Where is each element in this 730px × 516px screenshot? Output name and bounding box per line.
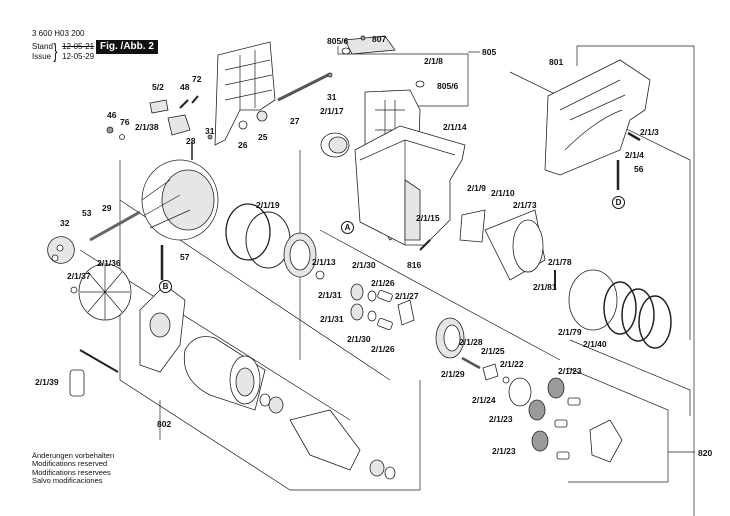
part-label: 2/1/4 xyxy=(625,150,644,160)
part-label: 805/6 xyxy=(437,81,459,91)
part-label: 805 xyxy=(482,47,497,57)
part-label: 5/2 xyxy=(152,82,164,92)
end-cover-801 xyxy=(544,59,651,190)
part-label: 28 xyxy=(186,136,196,146)
figure-label: Fig. /Abb. 2 xyxy=(96,40,158,54)
part-label: 2/1/25 xyxy=(481,346,505,356)
bracket-801 xyxy=(576,45,695,516)
part-label: 32 xyxy=(60,218,70,228)
part-label: 2/1/31 xyxy=(318,290,342,300)
reference-marker-a: A xyxy=(341,221,354,234)
part-number: 3 600 H03 200 xyxy=(32,29,85,38)
part-label: 31 xyxy=(205,126,215,136)
part-label: 27 xyxy=(290,116,300,126)
part-label: 46 xyxy=(107,110,117,120)
part-label: 2/1/8 xyxy=(424,56,443,66)
stator xyxy=(183,336,266,411)
part-label: 2/1/30 xyxy=(352,260,376,270)
snap-rings xyxy=(225,203,317,278)
part-label: 2/1/79 xyxy=(558,327,582,337)
part-label: 2/1/28 xyxy=(459,337,483,347)
bracket-805 xyxy=(337,46,480,107)
note-en: Modifications reserved xyxy=(32,459,108,469)
part-label: 48 xyxy=(180,82,190,92)
part-label: 2/1/22 xyxy=(500,359,524,369)
part-label: 2/1/26 xyxy=(371,344,395,354)
note-es: Salvo modificaciones xyxy=(32,475,103,485)
part-label: 56 xyxy=(634,164,644,174)
brace-symbol: } xyxy=(53,41,58,63)
part-label: 2/1/39 xyxy=(35,377,59,387)
part-label: 2/1/19 xyxy=(256,200,280,210)
part-label: 816 xyxy=(407,260,422,270)
part-label: 2/1/14 xyxy=(443,122,467,132)
part-label: 72 xyxy=(192,74,202,84)
reference-marker-b: B xyxy=(159,280,172,293)
note-fr: Modifications reservees xyxy=(32,467,111,477)
part-label: 801 xyxy=(549,57,564,67)
issue-label: Issue xyxy=(32,52,52,61)
part-label: 2/1/23 xyxy=(489,414,513,424)
part-label: 2/1/17 xyxy=(320,106,344,116)
part-label: 2/1/81 xyxy=(533,282,557,292)
part-label: 820 xyxy=(698,448,713,458)
part-label: 26 xyxy=(238,140,248,150)
part-label: 76 xyxy=(120,117,130,127)
part-label: 53 xyxy=(82,208,92,218)
note-de: Änderungen vorbehalten xyxy=(32,451,115,460)
gear-set-820 xyxy=(461,356,623,463)
reference-marker-d: D xyxy=(612,196,625,209)
part-label: 2/1/23 xyxy=(492,446,516,456)
part-label: 2/1/73 xyxy=(513,200,537,210)
part-label: 807 xyxy=(372,34,387,44)
planet-gears-mid xyxy=(315,270,465,359)
part-label: 2/1/10 xyxy=(491,188,515,198)
small-parts-cluster xyxy=(106,95,199,160)
part-label: 2/1/78 xyxy=(548,257,572,267)
part-label: 2/1/27 xyxy=(395,291,419,301)
seal-rings xyxy=(554,269,672,349)
part-label: 2/1/23 xyxy=(558,366,582,376)
nozzle-assembly xyxy=(419,209,546,281)
fan-2-1-36 xyxy=(70,263,132,321)
part-label: 25 xyxy=(258,132,268,142)
bracket-820 xyxy=(567,339,695,483)
stand-label: Stand xyxy=(32,42,53,51)
part-label: 57 xyxy=(180,252,190,262)
part-label: 2/1/13 xyxy=(312,257,336,267)
part-label: 802 xyxy=(157,419,172,429)
motor-frame xyxy=(47,159,219,280)
part-label: 2/1/36 xyxy=(97,258,121,268)
issue-date: 12-05-29 xyxy=(62,52,95,61)
part-label: 2/1/31 xyxy=(320,314,344,324)
guard-flap xyxy=(207,41,333,146)
part-label: 2/1/9 xyxy=(467,183,486,193)
part-label: 2/1/15 xyxy=(416,213,440,223)
housing-2-1-14 xyxy=(320,125,466,246)
part-label: 805/6 xyxy=(327,36,349,46)
frame-line xyxy=(319,229,561,361)
part-label: 2/1/37 xyxy=(67,271,91,281)
modification-notes: Änderungen vorbehalten Modifications res… xyxy=(32,451,115,485)
part-label: 29 xyxy=(102,203,112,213)
part-label: 2/1/30 xyxy=(347,334,371,344)
part-label: 2/1/29 xyxy=(441,369,465,379)
part-label: 2/1/38 xyxy=(135,122,159,132)
part-label: 31 xyxy=(327,92,337,102)
part-label: 2/1/26 xyxy=(371,278,395,288)
part-label: 2/1/3 xyxy=(640,127,659,137)
armature xyxy=(259,393,396,480)
part-label: 2/1/40 xyxy=(583,339,607,349)
part-label: 2/1/24 xyxy=(472,395,496,405)
stand-date: 12-05-21 xyxy=(62,42,95,51)
